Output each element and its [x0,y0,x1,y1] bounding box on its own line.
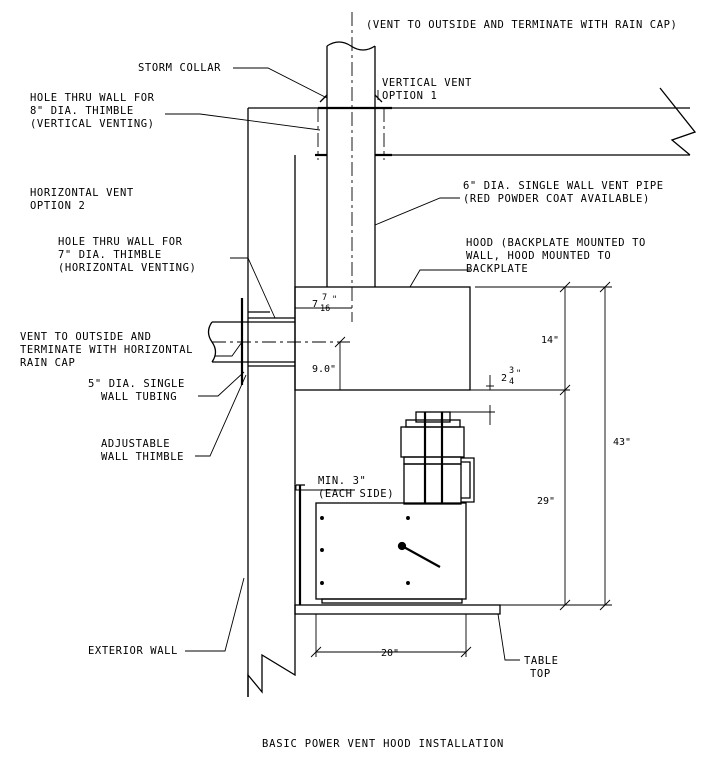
note-hole-horizontal-line1: HOLE THRU WALL FOR [58,236,183,248]
note-hole-vertical-line1: HOLE THRU WALL FOR [30,92,155,104]
dim-offset-denominator: 16 [320,304,330,314]
dim-gap-numerator: 3 [509,366,514,376]
drawing-caption: BASIC POWER VENT HOOD INSTALLATION [262,738,504,750]
note-vent-pipe-line1: 6" DIA. SINGLE WALL VENT PIPE [463,180,664,192]
dimension-9 [334,336,346,390]
note-hole-horizontal-line3: (HORIZONTAL VENTING) [58,262,196,274]
dim-gap-denominator: 4 [509,377,514,387]
note-thimble-line1: ADJUSTABLE [101,438,170,450]
horizontal-vent-pipe [207,321,350,363]
note-table-top-line2: TOP [530,668,551,680]
note-hole-horizontal-line2: 7" DIA. THIMBLE [58,249,162,261]
note-vent-outside-h-line1: VENT TO OUTSIDE AND [20,331,152,343]
dimension-20 [310,614,472,658]
exterior-wall [247,107,327,697]
dim-gap-whole: 2 [501,373,507,384]
hood-box [294,286,471,391]
note-vent-outside-top: (VENT TO OUTSIDE AND TERMINATE WITH RAIN… [366,19,677,31]
ceiling-thimble [315,108,392,160]
dim-offset-unit: " [332,295,337,305]
dimension-29 [559,390,571,611]
note-hood-line1: HOOD (BACKPLATE MOUNTED TO [466,237,646,249]
power-unit [400,411,475,505]
dim-offset-numerator: 7 [322,293,327,303]
roof-ceiling [375,87,697,156]
note-hole-vertical-line2: 8" DIA. THIMBLE [30,105,134,117]
dim-width: 20" [381,648,399,659]
table-top [294,604,501,615]
dim-gap-unit: " [516,369,521,379]
note-vent-outside-h-line3: RAIN CAP [20,357,75,369]
note-hood-line2: WALL, HOOD MOUNTED TO [466,250,611,262]
dim-center-height: 9.0" [312,364,336,375]
note-min-clearance-line1: MIN. 3" [318,475,366,487]
note-vertical-vent-line1: VERTICAL VENT [382,77,472,89]
adjustable-wall-thimble [240,298,295,385]
note-horizontal-vent-line1: HORIZONTAL VENT [30,187,134,199]
cabinet [296,484,467,605]
note-vertical-vent-line2: OPTION 1 [382,90,437,102]
dimension-2-3-4 [450,375,495,425]
note-horizontal-vent-line2: OPTION 2 [30,200,85,212]
storm-collar [318,94,392,110]
dimension-14 [470,281,571,396]
note-hole-vertical-line3: (VERTICAL VENTING) [30,118,155,130]
note-table-top-line1: TABLE [524,655,559,667]
note-exterior-wall: EXTERIOR WALL [88,645,178,657]
vertical-vent-pipe [326,41,376,287]
note-vent-pipe-line2: (RED POWDER COAT AVAILABLE) [463,193,650,205]
note-tubing-line1: 5" DIA. SINGLE [88,378,185,390]
callout-texts: (VENT TO OUTSIDE AND TERMINATE WITH RAIN… [20,19,677,680]
note-thimble-line2: WALL THIMBLE [101,451,184,463]
note-min-clearance-line2: (EACH SIDE) [318,488,394,500]
dim-hood-height: 14" [541,335,559,346]
dim-lower-height: 29" [537,496,555,507]
leader-lines [165,67,520,661]
dim-total-height: 43" [613,437,631,448]
dimension-43 [475,281,612,611]
note-storm-collar: STORM COLLAR [138,62,221,74]
dim-offset-whole: 7 [312,299,318,310]
note-hood-line3: BACKPLATE [466,263,528,275]
note-vent-outside-h-line2: TERMINATE WITH HORIZONTAL [20,344,193,356]
dimension-texts: 7 7 16 " 9.0" 14" 2 3 4 " 43" 29" 20" [312,293,631,659]
note-tubing-line2: WALL TUBING [101,391,177,403]
